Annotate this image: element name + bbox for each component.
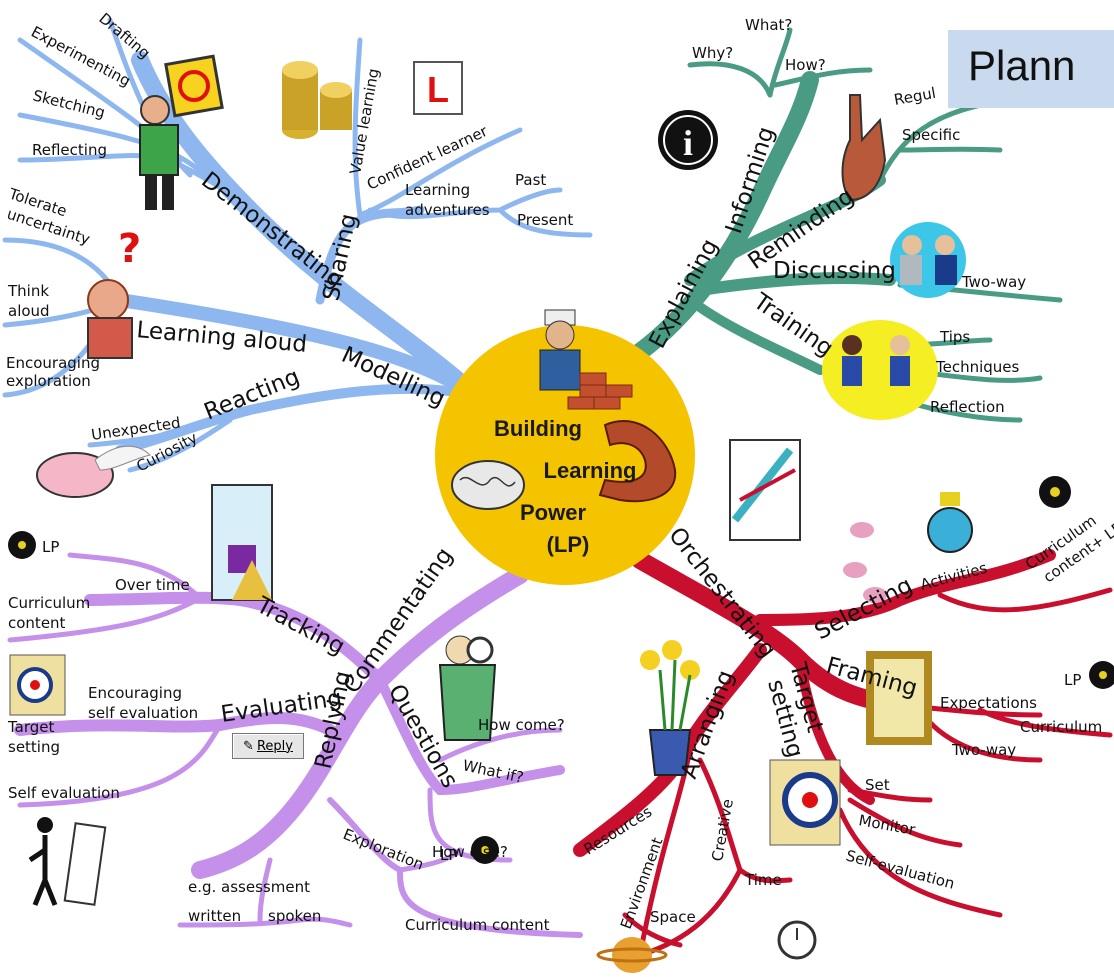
label-arranging: Arranging: [676, 667, 739, 782]
page-title-box: Plann: [948, 30, 1114, 108]
flexed-arm-icon: [598, 420, 677, 503]
sweets-icon: [843, 522, 887, 603]
center-line-3: Power: [520, 500, 586, 525]
planet-icon: [596, 937, 668, 973]
reply-button-label: Reply: [256, 738, 293, 754]
center-line-2: Learning: [544, 458, 637, 483]
detective-icon: [438, 635, 497, 741]
label-past: Past: [515, 171, 546, 189]
label-lp-orchestrating: LP: [1064, 671, 1081, 689]
svg-text:i: i: [683, 123, 693, 163]
label-what: What?: [745, 16, 792, 34]
archery-target-icon: [9, 654, 66, 716]
vinyl-record-icon: [1089, 661, 1114, 689]
mirror-person-icon: [28, 817, 107, 906]
label-encouraging-self-eval-line1: Encouraging: [88, 684, 182, 702]
vinyl-record-icon: [1039, 476, 1071, 508]
label-tracking: Tracking: [251, 592, 349, 660]
label-curriculum-content-line1: Curriculum: [8, 594, 90, 612]
label-curriculum-content-bottom: Curriculum content: [405, 916, 550, 934]
coins-icon: [282, 61, 352, 139]
label-learning-adventures-line2: adventures: [405, 201, 490, 219]
svg-text:?: ?: [118, 226, 141, 272]
conductor-icon: [729, 439, 801, 541]
label-discussing: Discussing: [773, 258, 896, 284]
label-curriculum-content-line2: content: [8, 614, 66, 632]
label-reacting: Reacting: [201, 364, 304, 426]
label-encouraging-line1: Encouraging: [6, 354, 100, 372]
center-line-1: Building: [494, 416, 582, 441]
page-title: Plann: [968, 42, 1076, 89]
label-eg-assessment: e.g. assessment: [188, 878, 310, 896]
label-target-setting-left-line2: setting: [8, 738, 60, 756]
label-why: Why?: [692, 44, 733, 62]
stopwatch-icon: [777, 920, 817, 960]
label-lp-tracking: LP: [42, 538, 59, 556]
target-icon: [769, 759, 841, 846]
label-learning-adventures-line1: Learning: [405, 181, 470, 199]
reply-button[interactable]: ✎ Reply: [232, 733, 304, 759]
information-icon: i: [658, 110, 718, 170]
label-two-way-orchestrating: Two-way: [951, 741, 1016, 759]
label-techniques: Techniques: [935, 358, 1020, 376]
thinking-person-icon: ?: [87, 226, 141, 359]
label-curriculum-orchestrating: Curriculum: [1020, 718, 1102, 736]
label-written: written: [188, 907, 241, 925]
label-present: Present: [517, 211, 573, 229]
reminder-hand-icon: [841, 94, 887, 202]
label-self-evaluation-commentating: Self evaluation: [8, 784, 120, 802]
label-reflecting: Reflecting: [32, 141, 107, 159]
label-self-evaluation-orchestrating: Self-evaluation: [844, 846, 957, 892]
vinyl-record-icon: [471, 836, 499, 864]
flower-vase-icon: [640, 640, 700, 776]
reply-icon: ✎: [243, 738, 254, 754]
label-time: Time: [744, 871, 782, 889]
label-exploration: Exploration: [341, 825, 427, 874]
label-regular: Regul: [893, 84, 938, 109]
label-lp-exploration: LP: [440, 846, 457, 864]
brain-icon: [451, 460, 525, 510]
label-training: Training: [748, 288, 838, 362]
label-how-come: How come?: [478, 716, 565, 734]
training-people-icon: [822, 320, 938, 420]
l-plate-letter: L: [427, 69, 449, 110]
orchestrating-branches: [573, 549, 1113, 958]
center-title: Building Learning Power (LP): [494, 416, 636, 557]
label-two-way-explaining: Two-way: [961, 273, 1026, 291]
center-line-4: (LP): [547, 532, 590, 557]
label-spoken: spoken: [268, 907, 321, 925]
label-how-else: How else?: [432, 843, 508, 861]
label-monitor: Monitor: [857, 811, 917, 839]
label-tips: Tips: [939, 328, 970, 346]
train-picture-icon: [211, 484, 273, 601]
bricklayer-icon: [539, 309, 633, 410]
label-target-setting-left-line1: Target: [7, 718, 55, 736]
label-reflection: Reflection: [930, 398, 1005, 416]
flying-pig-icon: [36, 445, 151, 498]
label-space: Space: [650, 908, 696, 926]
label-think-line2: aloud: [8, 302, 50, 320]
label-how: How?: [785, 56, 826, 74]
label-set: Set: [865, 776, 890, 794]
label-think-line1: Think: [7, 282, 49, 300]
picture-frame-icon: [866, 651, 932, 745]
label-encouraging-line2: exploration: [6, 372, 91, 390]
label-over-time: Over time: [115, 576, 190, 594]
label-encouraging-self-eval-line2: self evaluation: [88, 704, 198, 722]
l-plate-icon: L: [413, 61, 463, 115]
clipart: L ?: [8, 54, 1114, 973]
demonstrator-person-icon: [139, 54, 224, 210]
teapot-icon: [927, 492, 973, 553]
label-specific: Specific: [902, 126, 960, 144]
discussing-people-icon: [890, 222, 966, 298]
vinyl-record-icon: [8, 531, 36, 559]
label-selecting: Selecting: [811, 572, 917, 645]
label-expectations: Expectations: [940, 694, 1037, 712]
